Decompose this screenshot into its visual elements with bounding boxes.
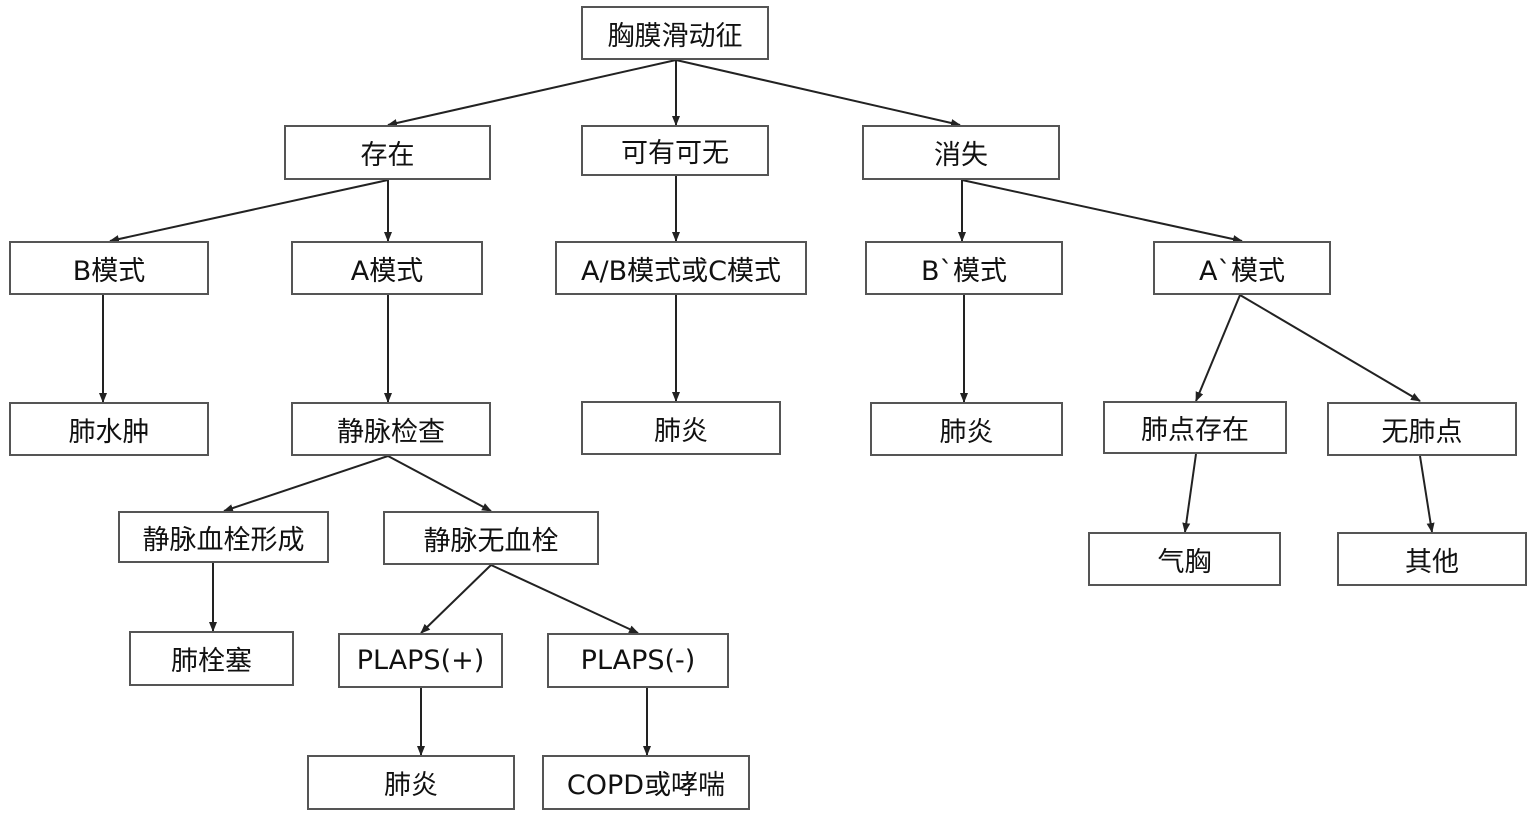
arrow-root-to-absent xyxy=(675,59,961,127)
maybe-node: 可有可无 xyxy=(581,125,769,176)
absent-node: 消失 xyxy=(862,125,1060,180)
venous-exam-node: 静脉检查 xyxy=(291,402,491,456)
no-venous-thrombosis-node: 静脉无血栓 xyxy=(383,511,599,565)
arrow-a-prime-mode-to-lung-point xyxy=(1195,294,1241,402)
a-prime-mode-node: A`模式 xyxy=(1153,241,1331,295)
pulmonary-edema-node: 肺水肿 xyxy=(9,402,209,456)
pneumonia-node-2: 肺炎 xyxy=(870,402,1063,456)
arrow-venous-exam-to-thrombosis xyxy=(223,455,389,512)
lung-point-present-node: 肺点存在 xyxy=(1103,401,1287,454)
b-prime-mode-node: B`模式 xyxy=(865,241,1063,295)
arrow-venous-exam-to-no-thrombosis xyxy=(387,455,492,512)
present-node: 存在 xyxy=(284,125,491,180)
other-node: 其他 xyxy=(1337,532,1527,586)
root-node: 胸膜滑动征 xyxy=(581,6,769,60)
a-mode-node: A模式 xyxy=(291,241,483,295)
b-mode-node: B模式 xyxy=(9,241,209,295)
arrow-root-to-present xyxy=(387,59,677,127)
pneumonia-node-1: 肺炎 xyxy=(581,401,781,455)
arrow-no-thrombosis-to-plaps-pos xyxy=(420,564,492,634)
arrow-a-prime-mode-to-no-lung-point xyxy=(1239,294,1421,402)
plaps-negative-node: PLAPS(-) xyxy=(547,633,729,688)
ab-c-mode-node: A/B模式或C模式 xyxy=(555,241,807,295)
pneumothorax-node: 气胸 xyxy=(1088,532,1281,586)
copd-asthma-node: COPD或哮喘 xyxy=(542,755,750,810)
pulmonary-embolism-node: 肺栓塞 xyxy=(129,631,294,686)
venous-thrombosis-node: 静脉血栓形成 xyxy=(118,511,329,563)
arrow-no-thrombosis-to-plaps-neg xyxy=(490,564,639,634)
pneumonia-node-3: 肺炎 xyxy=(307,755,515,810)
arrow-lung-point-to-pneumothorax xyxy=(1182,453,1197,533)
arrow-absent-to-a-prime-mode xyxy=(961,179,1243,243)
arrow-present-to-b-mode xyxy=(109,179,389,243)
arrow-no-lung-point-to-other xyxy=(1419,455,1435,533)
plaps-positive-node: PLAPS(+) xyxy=(338,633,503,688)
no-lung-point-node: 无肺点 xyxy=(1327,402,1517,456)
